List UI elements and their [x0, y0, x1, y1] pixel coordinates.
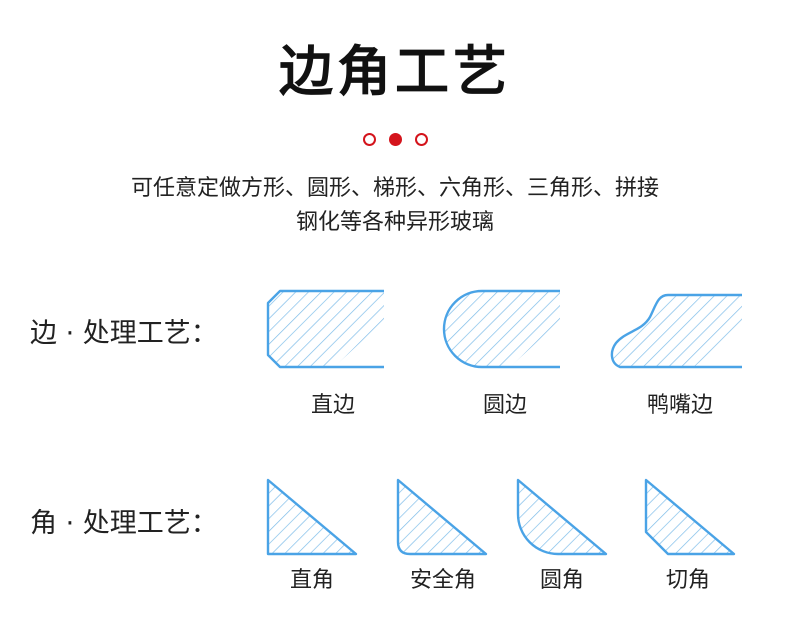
- edge-caption-duckbill: 鸭嘴边: [646, 393, 713, 418]
- corner-caption-safety: 安全角: [409, 568, 476, 593]
- corner-caption-right-angle: 直角: [289, 568, 334, 593]
- hollow-dot-icon: [415, 133, 428, 146]
- chamfer-corner-diagram: [644, 478, 736, 556]
- corner-caption-round: 圆角: [539, 568, 584, 593]
- edge-section-label: 边 · 处理工艺：: [30, 318, 218, 349]
- filled-dot-icon: [389, 133, 402, 146]
- edge-caption-round: 圆边: [482, 393, 527, 418]
- corner-section-label: 角 · 处理工艺：: [30, 508, 218, 539]
- right-angle-corner-diagram: [266, 478, 358, 556]
- round-edge-diagram: [442, 289, 560, 369]
- page-title: 边角工艺: [279, 40, 511, 103]
- edge-caption-straight: 直边: [310, 393, 355, 418]
- corner-caption-chamfer: 切角: [665, 568, 710, 593]
- duckbill-edge-diagram: [610, 293, 742, 369]
- safety-corner-diagram: [396, 478, 488, 556]
- hollow-dot-icon: [363, 133, 376, 146]
- description-line-2: 钢化等各种异形玻璃: [295, 210, 494, 235]
- round-corner-diagram: [516, 478, 608, 556]
- description-line-1: 可任意定做方形、圆形、梯形、六角形、三角形、拼接: [130, 176, 659, 201]
- straight-edge-diagram: [266, 289, 384, 369]
- title-dots-decoration: [359, 131, 431, 149]
